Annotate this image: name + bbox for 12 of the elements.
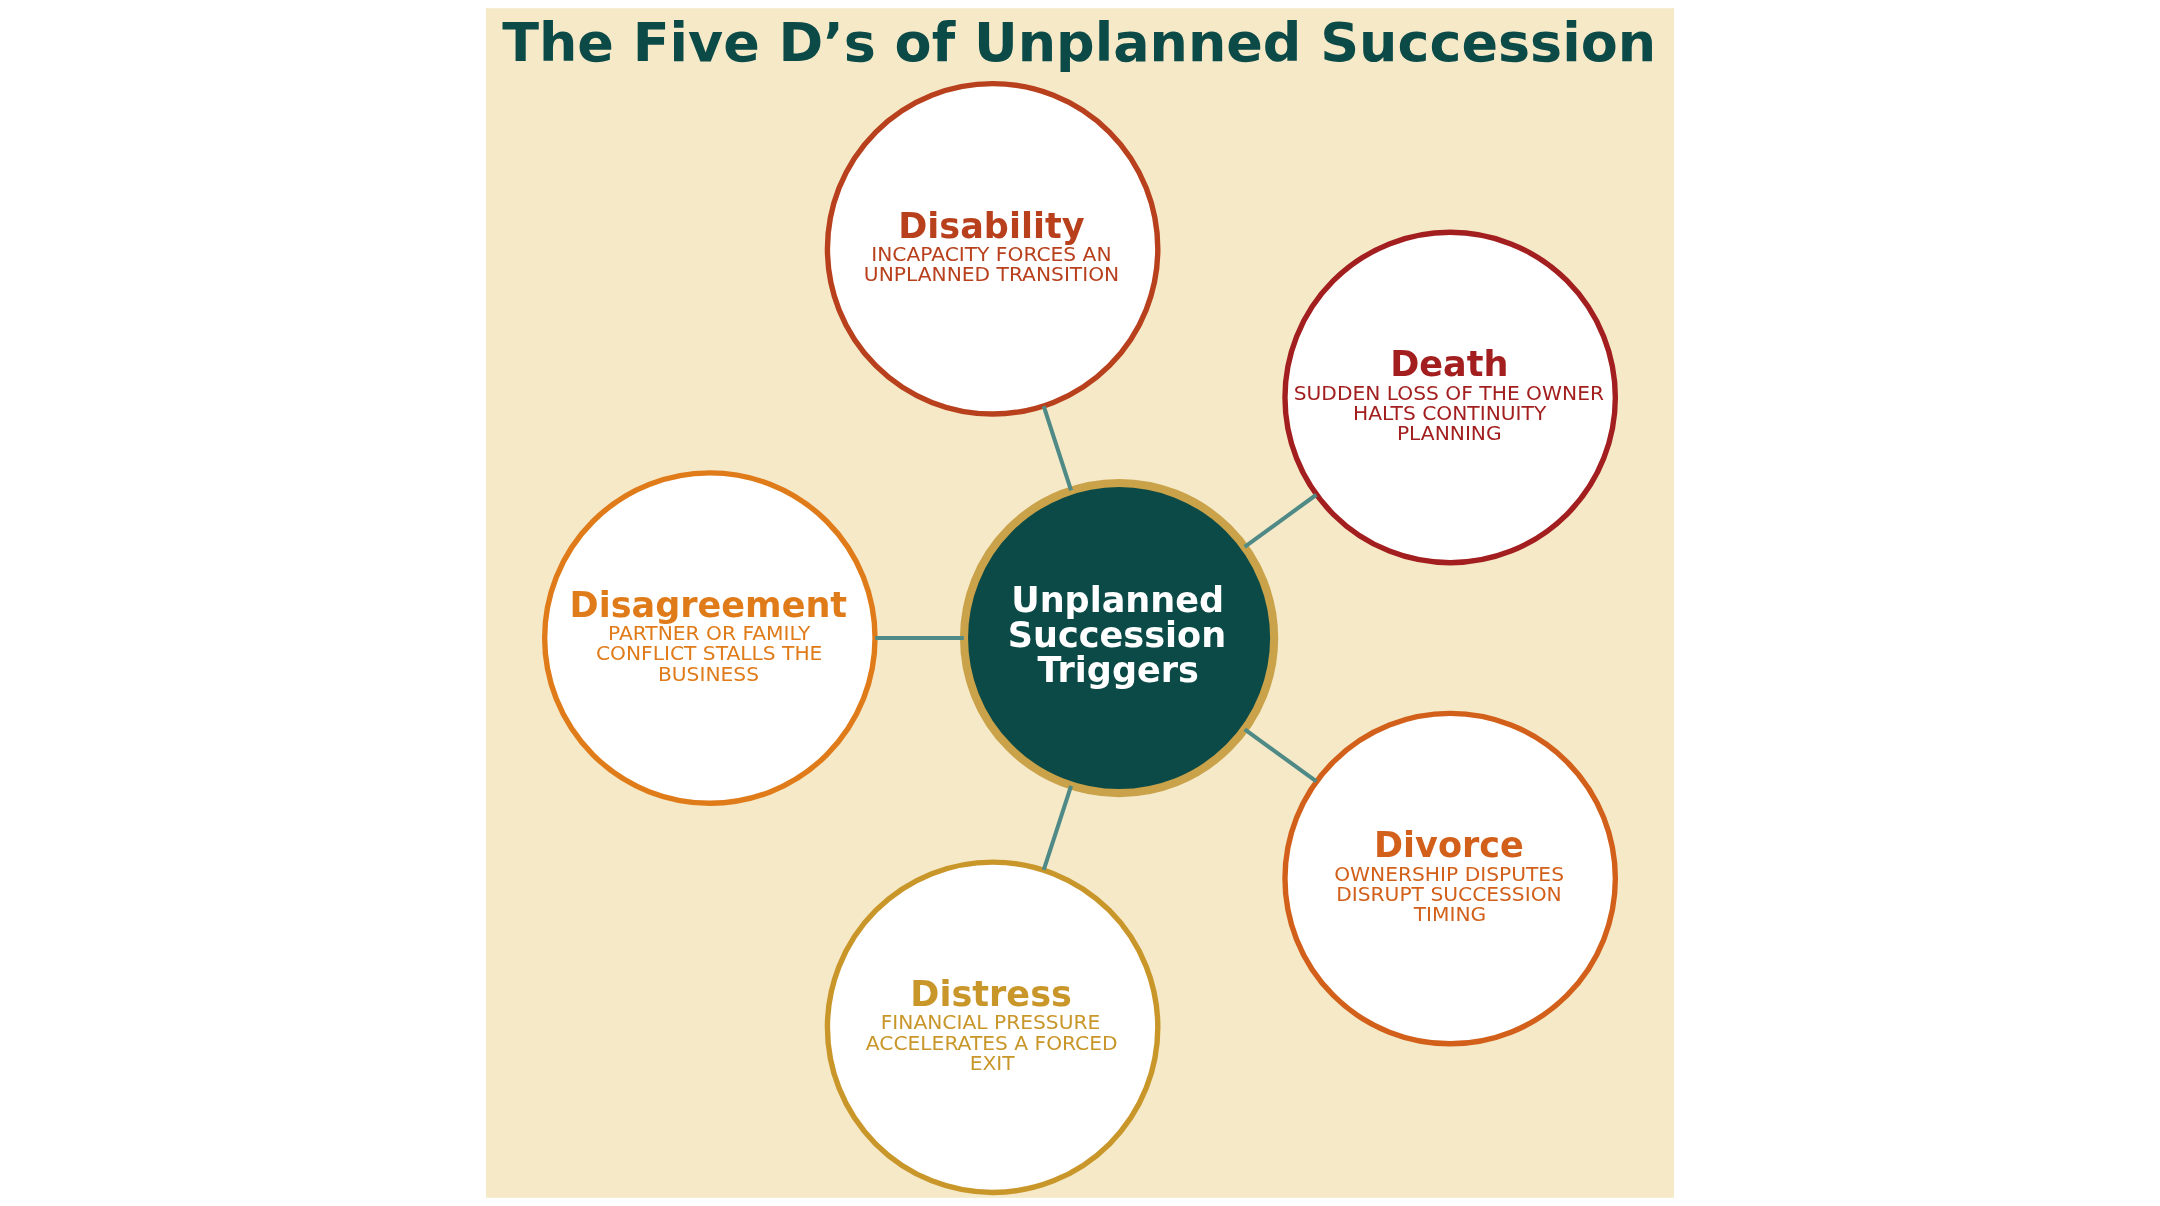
connector: [1041, 785, 1073, 871]
connector: [1041, 405, 1073, 491]
node-circle: Death SUDDEN LOSS OF THE OWNER HALTS CONTINUITY PLANNING: [1282, 229, 1619, 566]
node-circle: Unplanned Succession Triggers: [959, 478, 1279, 798]
diagram-title: The Five D’s of Unplanned Succession: [502, 10, 1657, 74]
node-circle: Disability INCAPACITY FORCES AN UNPLANNED TRANSITION: [824, 80, 1161, 417]
node-circle: Distress FINANCIAL PRESSURE ACCELERATES A FORCED EXIT: [824, 859, 1161, 1196]
connector: [1243, 493, 1318, 549]
node-circle: Divorce OWNERSHIP DISPUTES DISRUPT SUCCESSION TIMING: [1282, 710, 1619, 1047]
node-circle: Disagreement PARTNER OR FAMILY CONFLICT STALLS THE BUSINESS: [541, 470, 878, 806]
connector: [875, 636, 964, 641]
connector: [1243, 727, 1318, 783]
